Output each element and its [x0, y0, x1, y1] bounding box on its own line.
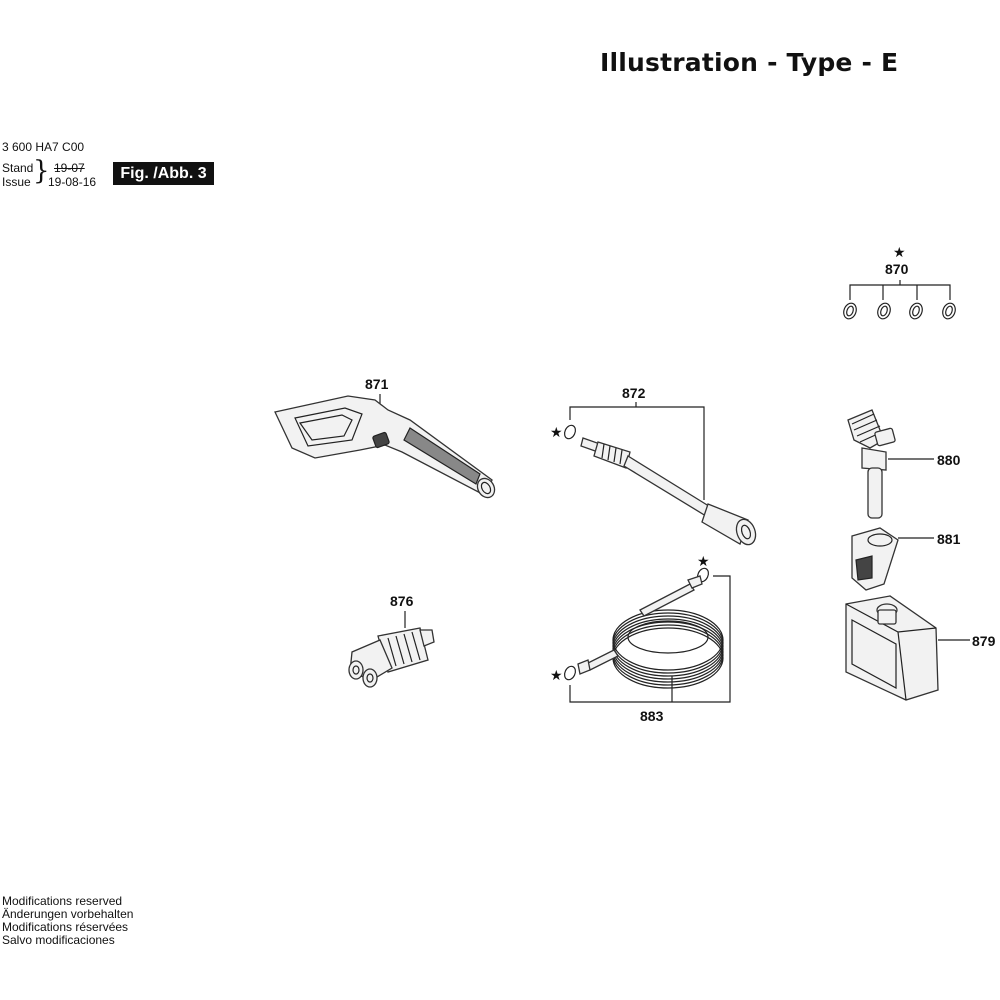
- part-880-group: 880: [847, 409, 961, 519]
- part-872-group: 872 ★: [550, 385, 757, 546]
- part-label-872: 872: [622, 385, 646, 401]
- part-label-883: 883: [640, 708, 664, 724]
- part-883-group: ★ ★ 883: [550, 554, 731, 724]
- star-marker-883-top: ★: [697, 554, 710, 570]
- o-ring-inner: [846, 305, 854, 317]
- part-870-group: ★ 870: [843, 245, 956, 320]
- footer-line-es: Salvo modificaciones: [2, 933, 115, 947]
- stand-date: 19-07: [54, 161, 85, 175]
- star-marker-872: ★: [550, 425, 563, 441]
- issue-date: 19-08-16: [48, 175, 97, 189]
- multi-nozzle-icon: [348, 627, 435, 688]
- tank-clip-icon: [851, 527, 899, 591]
- part-label-879: 879: [972, 633, 996, 649]
- bracket-870: [849, 280, 951, 300]
- document-number: 3 600 HA7 C00: [2, 140, 85, 154]
- o-ring-icon: [877, 302, 891, 320]
- o-ring-inner: [945, 305, 953, 317]
- part-label-870: 870: [885, 261, 909, 277]
- bracket-brace: }: [33, 156, 50, 186]
- part-label-876: 876: [390, 593, 414, 609]
- spray-lance-icon: [580, 437, 757, 546]
- part-879-group: 879: [845, 595, 996, 701]
- issue-label: Issue: [2, 175, 31, 189]
- footer-line-de: Änderungen vorbehalten: [2, 907, 134, 921]
- star-marker-870: ★: [893, 245, 906, 261]
- o-ring-inner: [912, 305, 920, 317]
- bracket-883: [569, 575, 731, 703]
- foam-nozzle-icon: [847, 409, 896, 519]
- o-ring-icon: [942, 302, 956, 320]
- o-ring-icon: [563, 424, 577, 440]
- trigger-gun-icon: [274, 395, 496, 499]
- bracket-872: [569, 402, 705, 500]
- part-label-871: 871: [365, 376, 389, 392]
- part-881-group: 881: [851, 527, 961, 591]
- o-ring-icon: [909, 302, 923, 320]
- footer-line-en: Modifications reserved: [2, 894, 123, 908]
- part-876-group: 876: [348, 593, 435, 688]
- o-ring-icon: [563, 665, 577, 681]
- part-871-group: 871: [274, 376, 496, 499]
- star-marker-883-bottom: ★: [550, 668, 563, 684]
- part-label-880: 880: [937, 452, 961, 468]
- hose-coil-icon: [577, 575, 724, 689]
- stand-label: Stand: [2, 161, 34, 175]
- o-ring-icon: [843, 302, 857, 320]
- o-ring-inner: [880, 305, 888, 317]
- footer-line-fr: Modifications réservées: [2, 920, 129, 934]
- part-label-881: 881: [937, 531, 961, 547]
- figure-badge: Fig. /Abb. 3: [113, 162, 214, 185]
- page-title: Illustration - Type - E: [600, 48, 899, 77]
- detergent-tank-icon: [845, 595, 939, 701]
